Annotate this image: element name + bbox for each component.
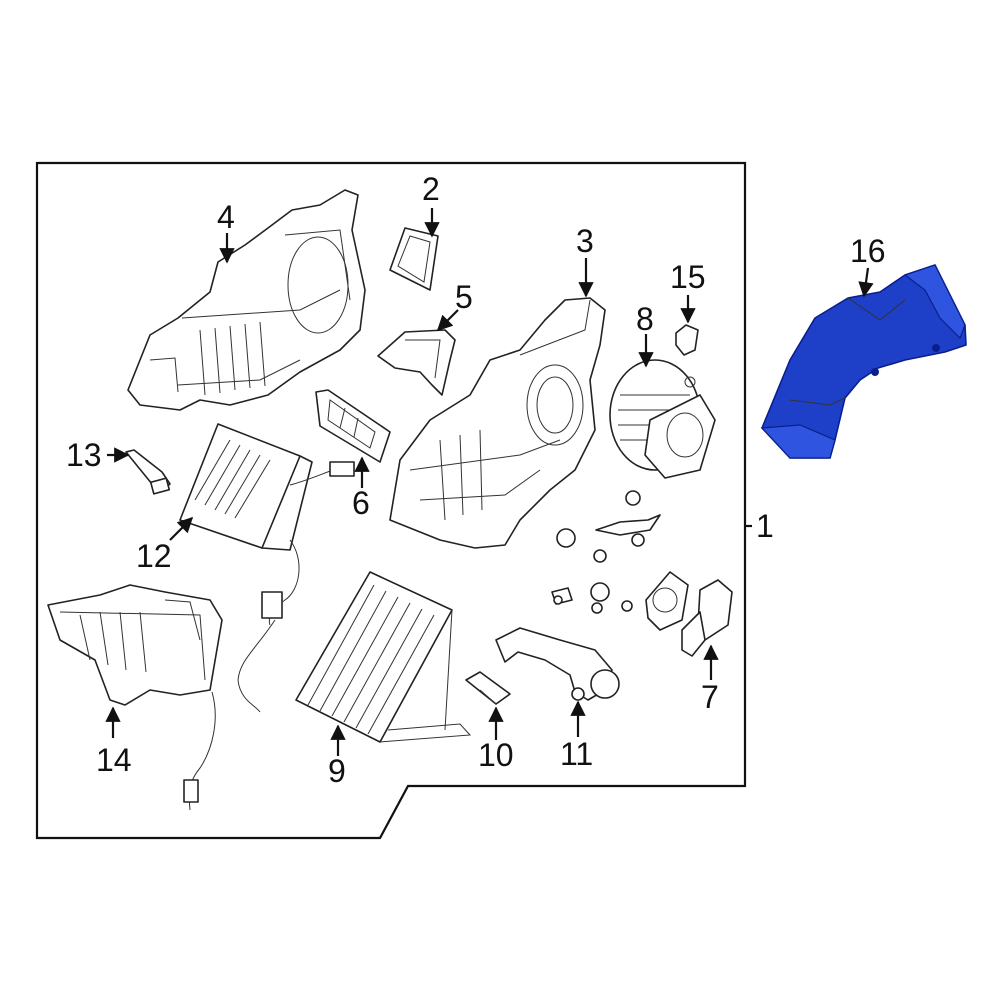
callout-13: 13 bbox=[66, 437, 102, 473]
part-3-main-case[interactable] bbox=[389, 297, 606, 549]
callout-11: 11 bbox=[560, 736, 593, 772]
callout-5: 5 bbox=[455, 279, 473, 315]
part-15-clip[interactable] bbox=[675, 324, 699, 356]
part-2-gasket[interactable] bbox=[389, 227, 439, 291]
callout-labels: 1 2 3 4 5 6 7 8 9 10 11 12 13 14 15 16 bbox=[66, 171, 886, 789]
part-wire-harness[interactable] bbox=[183, 619, 276, 811]
part-5-bracket[interactable] bbox=[377, 329, 456, 396]
callout-2: 2 bbox=[422, 171, 440, 207]
part-6-door[interactable] bbox=[315, 389, 391, 463]
part-7-actuator[interactable] bbox=[645, 571, 733, 657]
callout-14: 14 bbox=[96, 742, 132, 778]
callout-12: 12 bbox=[136, 538, 172, 574]
part-16-duct-highlighted[interactable] bbox=[760, 264, 967, 459]
callout-7: 7 bbox=[701, 679, 719, 715]
callout-3: 3 bbox=[576, 223, 594, 259]
part-12-heater-core[interactable] bbox=[179, 423, 355, 626]
callout-1: 1 bbox=[756, 508, 774, 544]
leader-lines bbox=[105, 208, 874, 756]
callout-8: 8 bbox=[636, 301, 654, 337]
callout-4: 4 bbox=[217, 199, 235, 235]
assembly-frame bbox=[35, 161, 747, 840]
part-9-evaporator[interactable] bbox=[295, 571, 472, 743]
callout-16: 16 bbox=[850, 233, 886, 269]
callout-6: 6 bbox=[352, 485, 370, 521]
part-13-sensor[interactable] bbox=[125, 449, 171, 495]
part-8-blower[interactable] bbox=[609, 359, 716, 479]
part-11-valve[interactable] bbox=[495, 627, 620, 701]
callout-15: 15 bbox=[670, 259, 706, 295]
part-14-lower-case[interactable] bbox=[47, 584, 223, 706]
part-10-pad[interactable] bbox=[465, 671, 511, 705]
callout-10: 10 bbox=[478, 737, 514, 773]
callout-9: 9 bbox=[328, 753, 346, 789]
part-hardware-set[interactable] bbox=[551, 490, 661, 614]
part-4-case-half[interactable] bbox=[127, 189, 366, 411]
